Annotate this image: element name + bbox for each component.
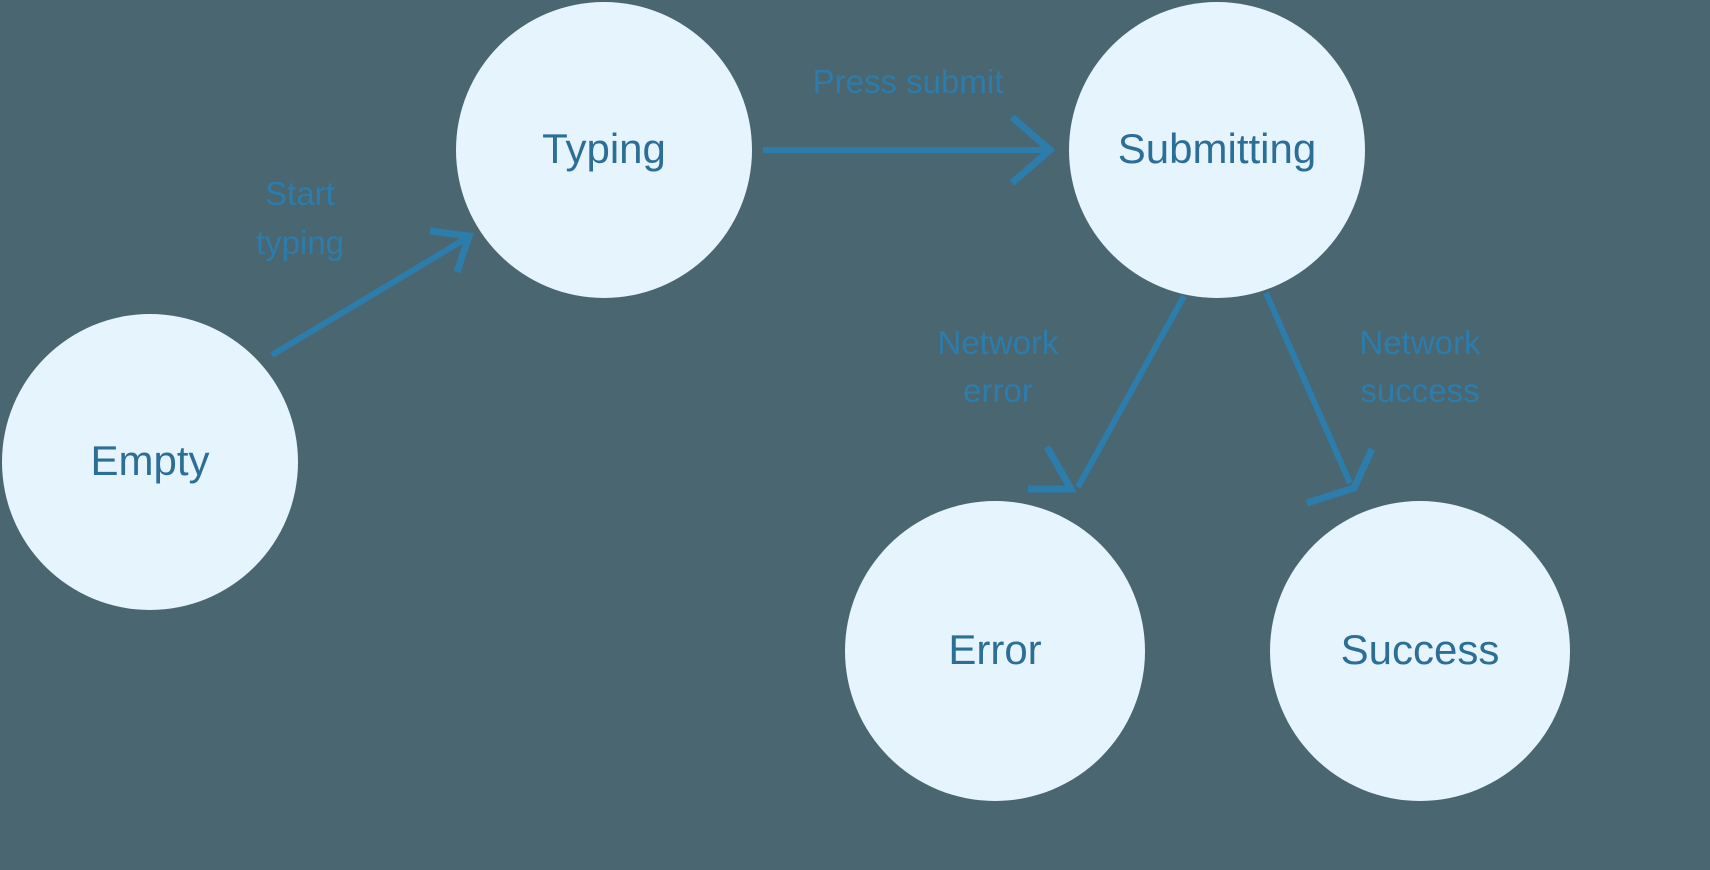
node-empty-circle[interactable] bbox=[2, 314, 298, 610]
node-error-label: Error bbox=[948, 626, 1041, 673]
edge-submitting-to-success-arrowhead bbox=[1305, 447, 1376, 507]
edge-submitting-to-error-line bbox=[1075, 294, 1187, 489]
edge-label-submitting-to-error-line-2: error bbox=[963, 372, 1033, 409]
node-typing-circle[interactable] bbox=[456, 2, 752, 298]
node-submitting-circle[interactable] bbox=[1069, 2, 1365, 298]
edge-empty-to-typing-line bbox=[270, 233, 472, 358]
edge-empty-to-typing-arrowhead bbox=[429, 227, 474, 274]
edge-label-typing-to-submitting-line-1: Press submit bbox=[813, 63, 1004, 100]
node-typing[interactable]: Typing bbox=[456, 2, 752, 298]
edge-submitting-to-success bbox=[1263, 291, 1376, 507]
edge-label-typing-to-submitting: Press submit bbox=[813, 63, 1004, 100]
node-success[interactable]: Success bbox=[1270, 501, 1570, 801]
edge-label-empty-to-typing: Start typing bbox=[256, 175, 344, 261]
edge-label-submitting-to-success-line-1: Network bbox=[1359, 324, 1481, 361]
edge-submitting-to-error bbox=[1028, 294, 1187, 493]
edge-submitting-to-error-arrowhead bbox=[1028, 445, 1078, 493]
node-empty[interactable]: Empty bbox=[2, 314, 298, 610]
edge-typing-to-submitting-arrowhead bbox=[1009, 114, 1056, 186]
edge-label-submitting-to-success-line-2: success bbox=[1360, 372, 1479, 409]
edge-label-submitting-to-error: Network error bbox=[937, 324, 1059, 409]
node-success-label: Success bbox=[1341, 626, 1500, 673]
node-submitting[interactable]: Submitting bbox=[1069, 2, 1365, 298]
edge-label-submitting-to-error-line-1: Network bbox=[937, 324, 1059, 361]
node-empty-label: Empty bbox=[90, 437, 209, 484]
node-typing-label: Typing bbox=[542, 125, 666, 172]
edge-label-empty-to-typing-line-2: typing bbox=[256, 224, 344, 261]
node-success-circle[interactable] bbox=[1270, 501, 1570, 801]
edge-empty-to-typing bbox=[270, 227, 474, 358]
edge-typing-to-submitting bbox=[763, 114, 1056, 186]
edge-label-empty-to-typing-line-1: Start bbox=[265, 175, 335, 212]
edge-submitting-to-success-line bbox=[1263, 291, 1353, 485]
edge-label-submitting-to-success: Network success bbox=[1359, 324, 1481, 409]
node-error-circle[interactable] bbox=[845, 501, 1145, 801]
node-error[interactable]: Error bbox=[845, 501, 1145, 801]
node-submitting-label: Submitting bbox=[1118, 125, 1316, 172]
